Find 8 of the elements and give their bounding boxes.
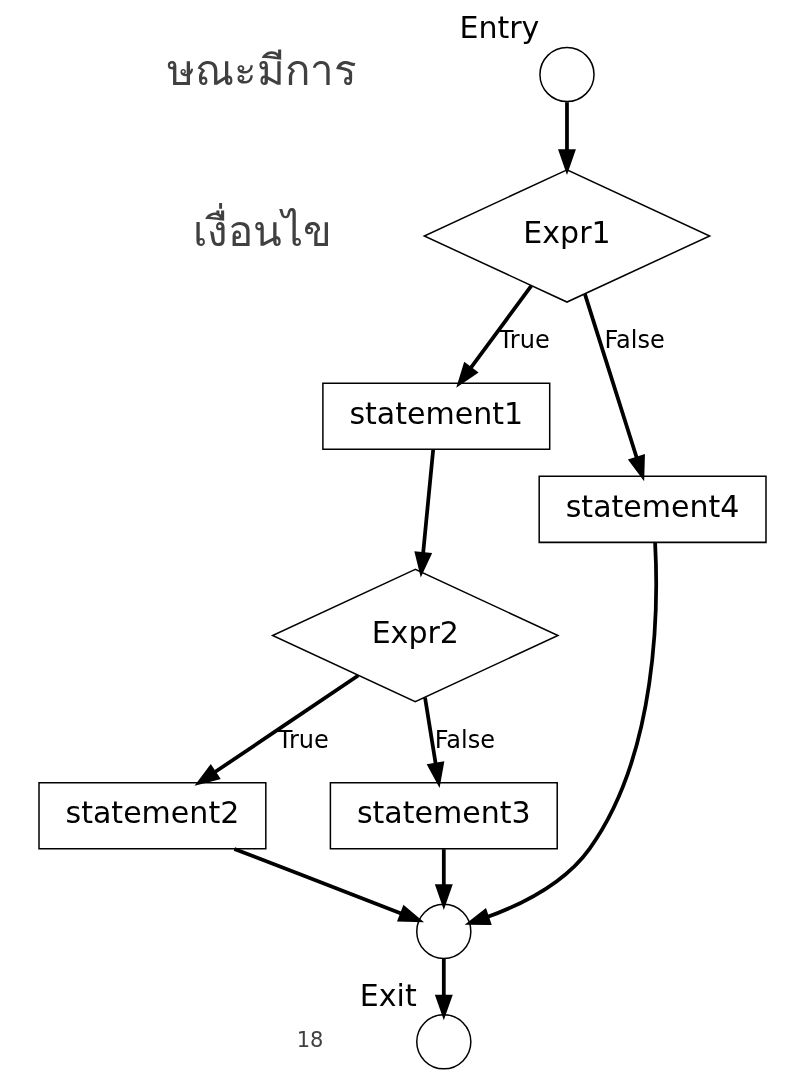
edge-label: False: [604, 326, 665, 355]
label: ษณะมีการ: [167, 45, 358, 95]
edge-label: False: [434, 725, 495, 754]
node-label: Exit: [359, 977, 417, 1013]
label: 18: [296, 1027, 324, 1053]
edge-label: True: [498, 326, 550, 355]
node-label: Entry: [459, 10, 540, 46]
edge-label: True: [277, 725, 329, 754]
